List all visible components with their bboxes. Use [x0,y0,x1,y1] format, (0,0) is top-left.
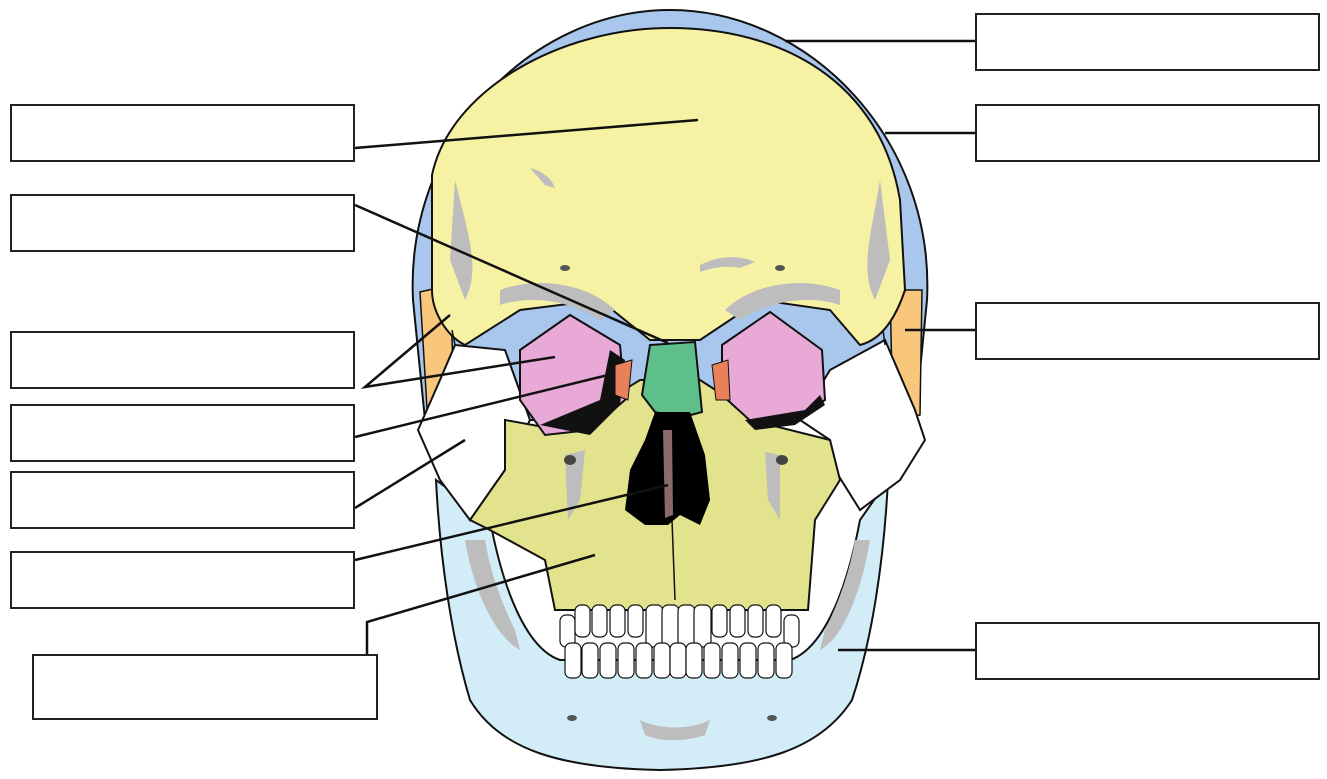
upper-tooth [748,605,763,637]
label-box-10[interactable] [10,551,355,609]
upper-tooth [694,605,711,647]
upper-tooth [610,605,625,637]
lower-tooth [565,643,581,678]
lower-tooth [686,643,702,678]
lower-tooth [636,643,652,678]
label-box-6[interactable] [10,194,355,252]
label-box-2[interactable] [975,104,1320,162]
lower-tooth [582,643,598,678]
upper-tooth [662,605,679,647]
upper-tooth [678,605,695,647]
lower-tooth [654,643,670,678]
upper-tooth [712,605,727,637]
lower-tooth [618,643,634,678]
teeth [560,605,799,678]
upper-tooth [628,605,643,637]
upper-tooth [575,605,590,637]
lower-tooth [776,643,792,678]
upper-tooth [592,605,607,637]
label-box-4[interactable] [975,622,1320,680]
lower-tooth [722,643,738,678]
lower-tooth [758,643,774,678]
label-box-3[interactable] [975,302,1320,360]
label-box-1[interactable] [975,13,1320,71]
upper-tooth [784,615,799,647]
upper-tooth [560,615,575,647]
label-box-5[interactable] [10,104,355,162]
lower-tooth [740,643,756,678]
upper-tooth [646,605,663,647]
label-box-9[interactable] [10,471,355,529]
upper-tooth [730,605,745,637]
lower-tooth [704,643,720,678]
upper-tooth [766,605,781,637]
lower-tooth [670,643,686,678]
lower-tooth [600,643,616,678]
label-box-7[interactable] [10,331,355,389]
label-box-8[interactable] [10,404,355,462]
nasal-bone [642,342,702,418]
label-box-11[interactable] [32,654,378,720]
